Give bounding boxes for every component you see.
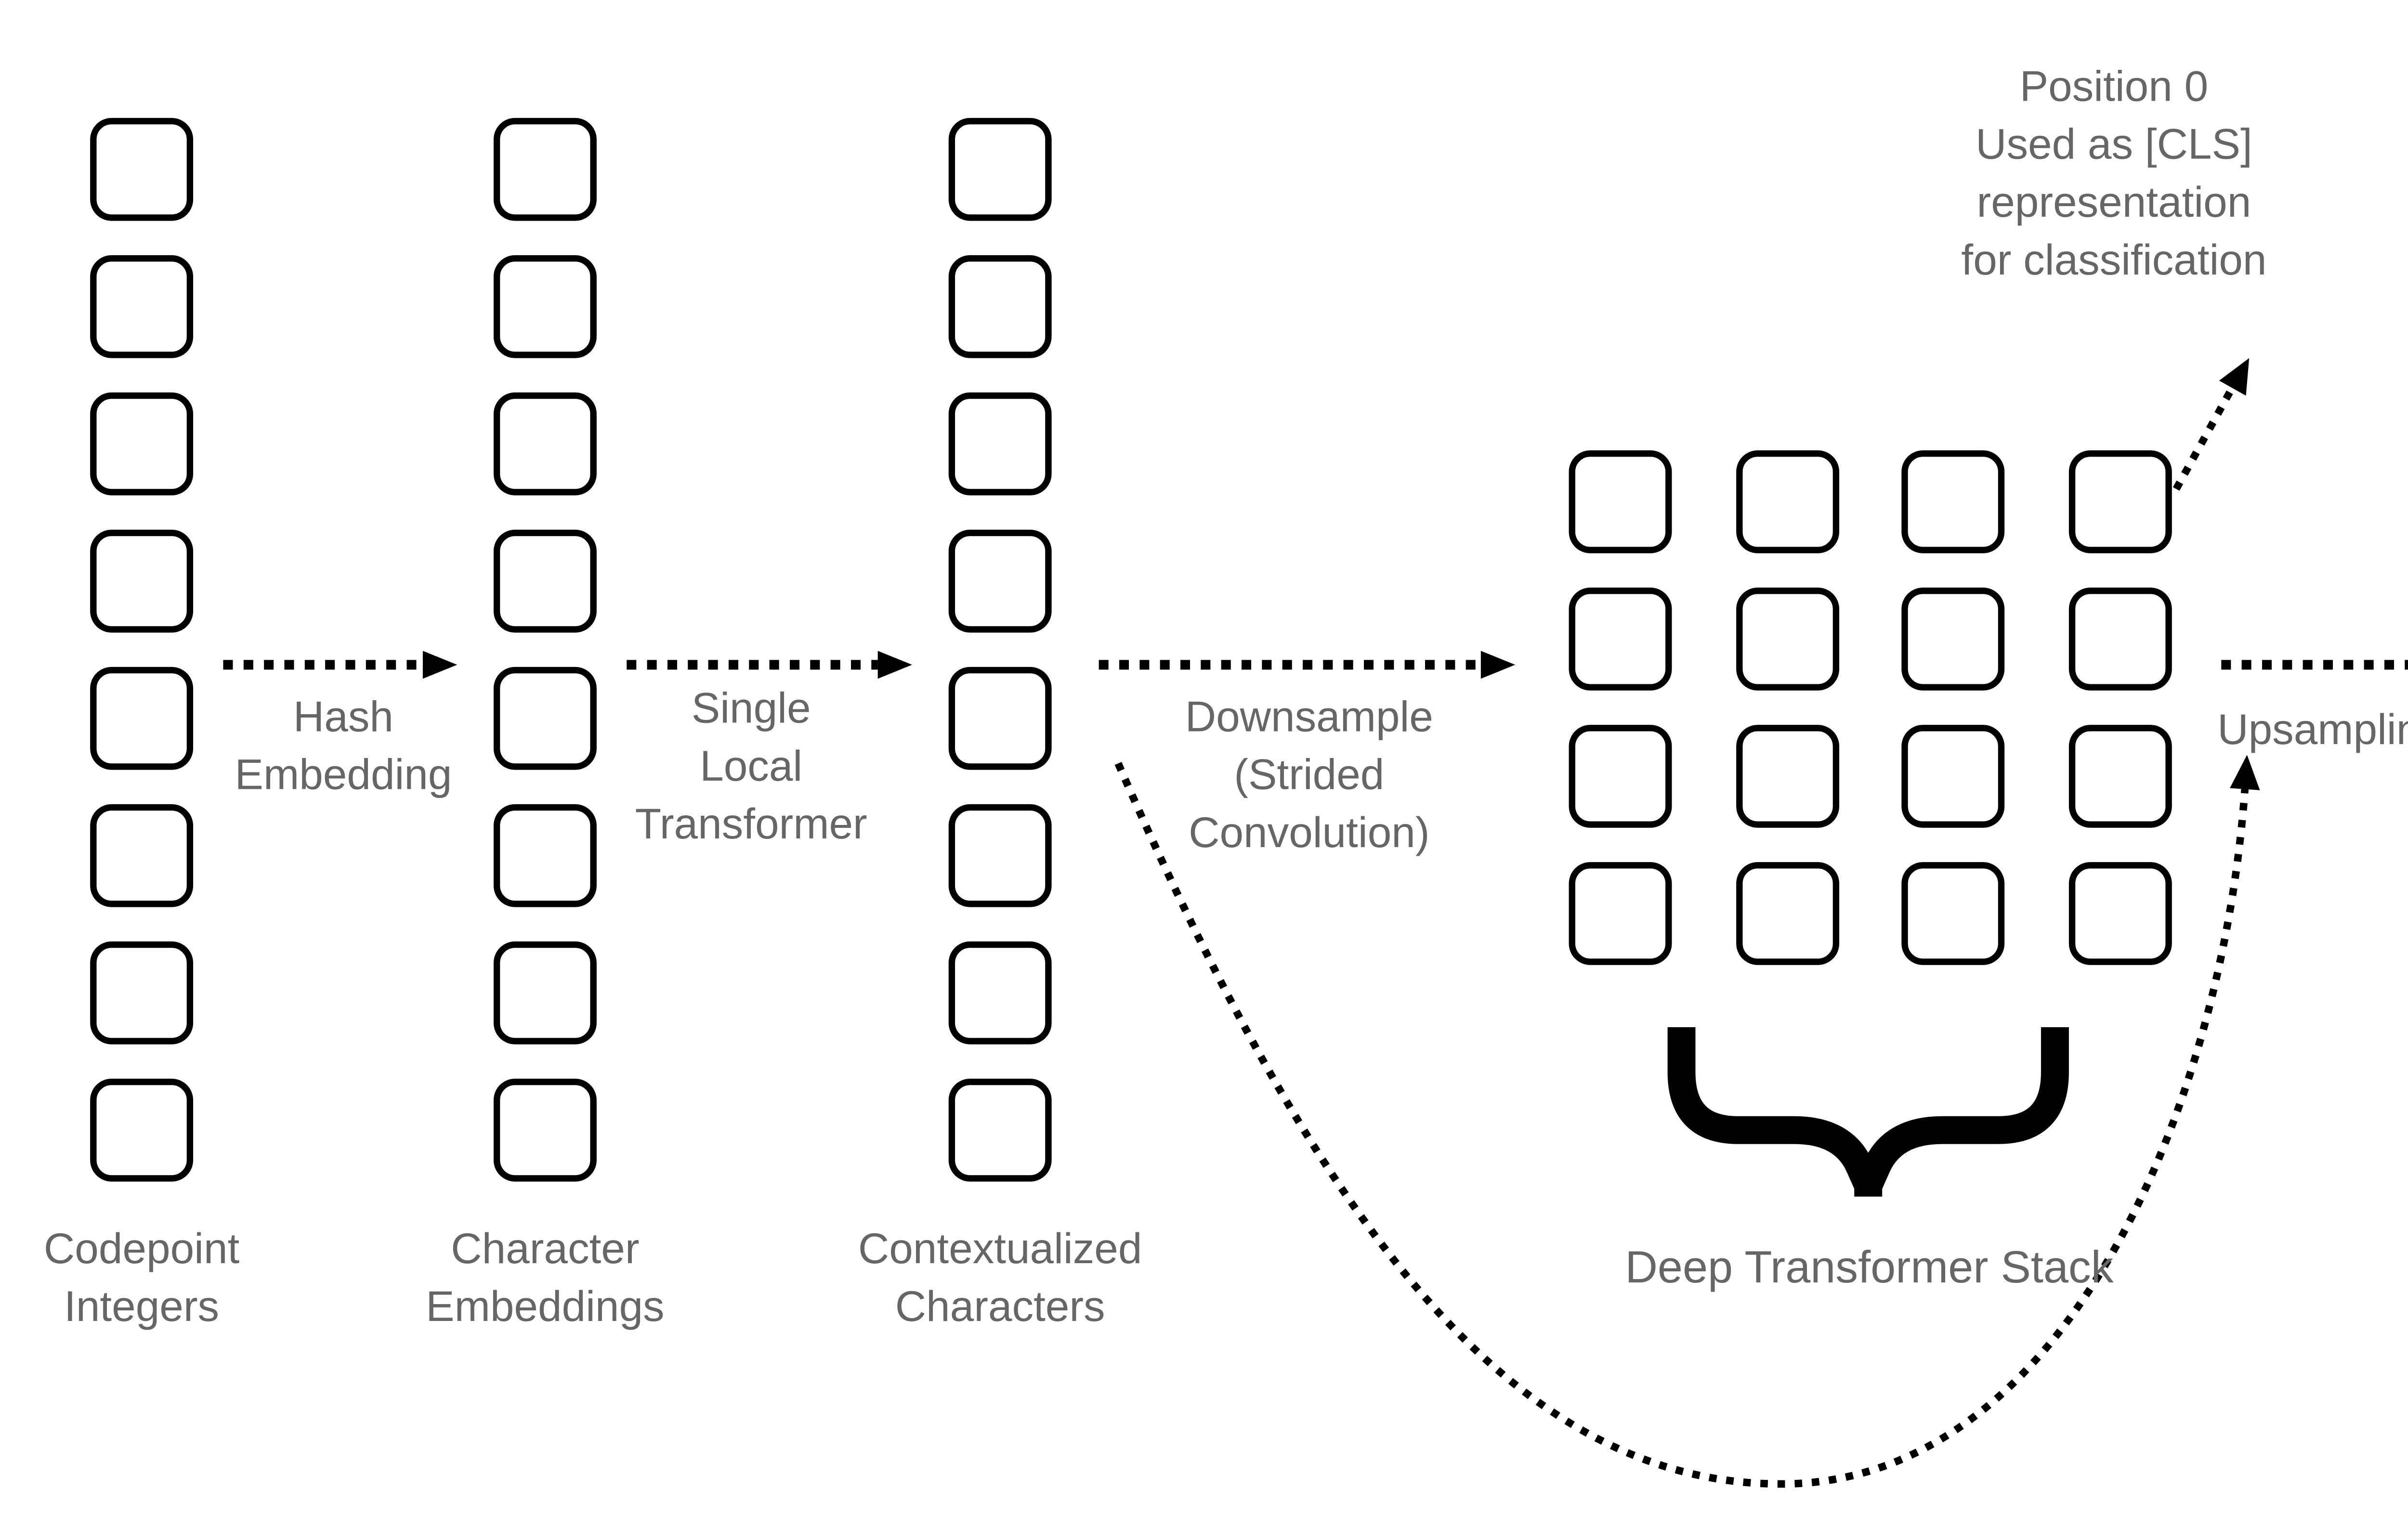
- token-square: [2068, 725, 2171, 828]
- token-square: [2068, 588, 2171, 691]
- token-square: [493, 255, 597, 358]
- token-square: [948, 666, 1052, 770]
- token-square: [1569, 862, 1672, 965]
- token-square: [90, 529, 194, 633]
- token-square: [948, 941, 1052, 1045]
- token-square: [948, 392, 1052, 496]
- token-square: [948, 118, 1052, 221]
- token-square: [493, 392, 597, 496]
- token-square: [1569, 450, 1672, 553]
- token-square: [90, 392, 194, 496]
- column-character-embeddings: [493, 118, 597, 1182]
- token-square: [90, 255, 194, 358]
- arrow-up-icon: [2230, 755, 2260, 790]
- token-square: [948, 529, 1052, 633]
- hash-embedding-arrow: [223, 651, 458, 679]
- label-contextualized-characters: Contextualized Characters: [858, 1227, 1142, 1332]
- token-square: [493, 804, 597, 907]
- label-hash-embedding: Hash Embedding: [235, 694, 452, 800]
- underbrace-icon: [1667, 1027, 2069, 1197]
- token-square: [90, 666, 194, 770]
- label-cls-callout: Position 0 Used as [CLS] representation …: [1961, 64, 2267, 286]
- cls-callout-arrow: [2172, 358, 2250, 491]
- label-character-embeddings: Character Embeddings: [426, 1227, 665, 1332]
- label-codepoint-integers: Codepoint Integers: [43, 1227, 240, 1332]
- upsampling-arrow: [2221, 660, 2408, 670]
- token-square: [90, 941, 194, 1045]
- token-square: [90, 804, 194, 907]
- token-square: [493, 1078, 597, 1182]
- token-square: [493, 941, 597, 1045]
- column-codepoint-integers: [90, 118, 194, 1182]
- token-square: [948, 804, 1052, 907]
- single-local-transformer-arrow: [627, 651, 912, 679]
- token-square: [1735, 588, 1838, 691]
- token-square: [1569, 588, 1672, 691]
- residual-upsampling-curve-arrow: [1114, 755, 2260, 1488]
- token-square: [1735, 725, 1838, 828]
- token-square: [90, 1078, 194, 1182]
- label-deep-transformer-stack: Deep Transformer Stack: [1625, 1243, 2114, 1294]
- token-square: [90, 118, 194, 221]
- token-square: [493, 118, 597, 221]
- label-downsample: Downsample (Strided Convolution): [1185, 694, 1433, 858]
- token-square: [948, 1078, 1052, 1182]
- arrow-right-icon: [877, 651, 912, 679]
- arrow-right-icon: [1480, 651, 1516, 679]
- downsample-arrow: [1099, 651, 1516, 679]
- token-square: [1735, 450, 1838, 553]
- token-square: [1901, 450, 2005, 553]
- token-square: [1569, 725, 1672, 828]
- token-square: [948, 255, 1052, 358]
- token-square: [2068, 862, 2171, 965]
- token-square: [1901, 862, 2005, 965]
- deep-transformer-grid: [1569, 450, 2171, 965]
- label-upsampling: Upsampling: [2217, 707, 2408, 755]
- arrow-right-icon: [422, 651, 458, 679]
- token-square: [1901, 725, 2005, 828]
- token-square: [1901, 588, 2005, 691]
- column-contextualized-characters: [948, 118, 1052, 1182]
- arrow-up-right-icon: [2219, 358, 2250, 396]
- token-square: [493, 529, 597, 633]
- label-single-local-transformer: Single Local Transformer: [635, 686, 867, 849]
- token-square: [1735, 862, 1838, 965]
- token-square: [493, 666, 597, 770]
- token-square: [2068, 450, 2171, 553]
